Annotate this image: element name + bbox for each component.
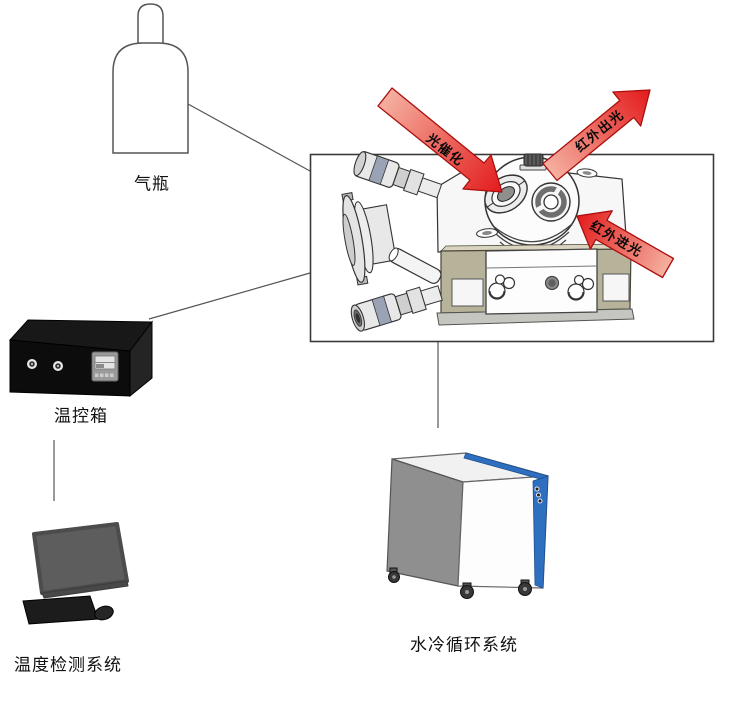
- base-front-plate: [485, 248, 598, 315]
- photocatalysis-arrow: [377, 87, 503, 193]
- chiller-casters: [388, 567, 532, 599]
- flange-stack: [341, 192, 397, 286]
- tempbox-display-panel: [91, 351, 119, 382]
- line-tempbox-to-cell: [148, 272, 311, 320]
- tempbox-knob-2: [53, 361, 63, 371]
- chiller-left-face: [386, 458, 464, 587]
- chiller-icon: [386, 452, 549, 599]
- keyboard: [22, 595, 99, 625]
- temp-detection-system-label: 温度检测系统: [14, 655, 122, 675]
- chiller-blue-side-panel: [532, 475, 549, 589]
- gas-cylinder-label: 气瓶: [134, 174, 170, 194]
- line-gas-to-cell: [187, 103, 311, 172]
- pneumatic-fitting-bottom: [350, 285, 443, 332]
- detection-system-icon: [22, 522, 129, 625]
- ir-in-arrow: [576, 210, 675, 279]
- clamp-left: [488, 274, 516, 300]
- pneumatic-fitting-top: [353, 151, 443, 199]
- clamp-right: [567, 274, 595, 301]
- reaction-cell-graphic: [341, 151, 635, 332]
- tempbox-knob-1: [27, 359, 37, 369]
- cell-base-stage: [436, 243, 635, 326]
- cell-slot-right: [576, 168, 598, 178]
- gas-cylinder-body: [112, 42, 189, 154]
- gas-cylinder-icon: [112, 3, 189, 154]
- temp-control-box-icon: [8, 319, 153, 398]
- base-left-panel: [451, 278, 484, 307]
- cell-slot-left: [476, 228, 498, 238]
- base-right-block: [602, 273, 630, 302]
- mouse: [94, 605, 114, 621]
- connector-lines: [53, 103, 439, 501]
- water-cooling-system-label: 水冷循环系统: [410, 635, 518, 655]
- gas-cylinder-neck: [137, 3, 164, 46]
- chamber-top-knob: [519, 153, 547, 171]
- side-tube: [388, 247, 442, 284]
- ir-out-arrow: [542, 89, 651, 182]
- temp-control-box-label: 温控箱: [54, 406, 108, 426]
- ir-window-port: [531, 182, 571, 222]
- beam-arrows: [377, 87, 675, 279]
- chiller-buttons: [534, 486, 543, 504]
- monitor-bottom-edge: [41, 580, 129, 599]
